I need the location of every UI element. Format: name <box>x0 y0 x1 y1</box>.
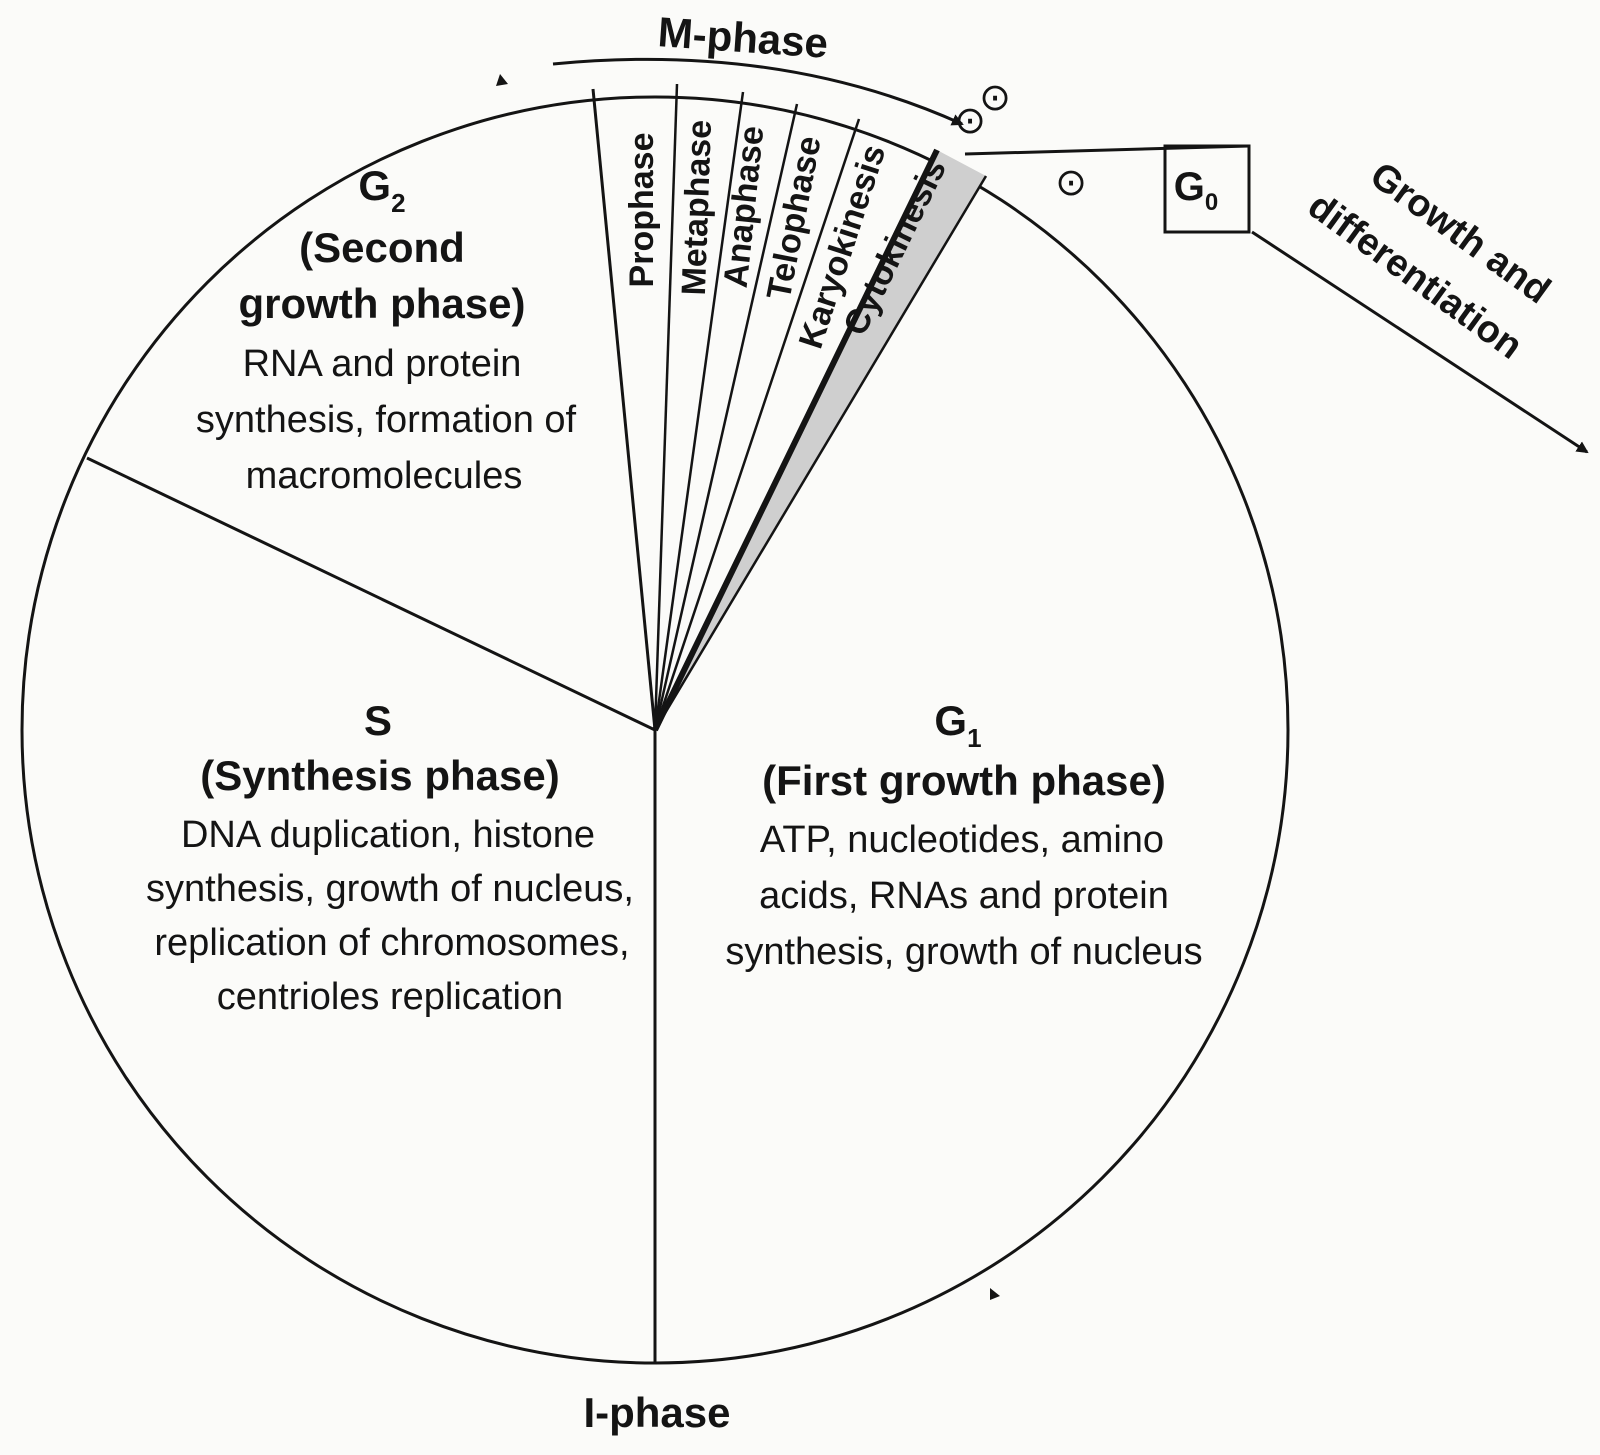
arc-tick-bottom <box>990 1288 1000 1300</box>
g2-desc-line: RNA and protein <box>243 343 522 385</box>
s-desc-line: replication of chromosomes, <box>154 922 629 964</box>
divider-meta-ana <box>653 91 745 731</box>
s-desc-line: synthesis, growth of nucleus, <box>146 868 634 910</box>
divider-cyto-g1 <box>653 175 988 731</box>
g2-base: G <box>358 162 391 209</box>
g1-desc-line: acids, RNAs and protein <box>759 875 1169 917</box>
m-phase-label: M-phase <box>656 8 829 67</box>
g2-desc-line: synthesis, formation of <box>196 399 577 441</box>
i-phase-label: I-phase <box>583 1389 730 1436</box>
g2-title-line2: growth phase) <box>238 280 525 327</box>
g1-desc-line: synthesis, growth of nucleus <box>725 931 1202 973</box>
checkpoint-icon: ⊙ <box>954 100 986 142</box>
divider-pro-meta <box>653 83 679 731</box>
g1-desc-line: ATP, nucleotides, amino <box>760 819 1164 861</box>
checkpoint-icon: ⊙ <box>979 77 1011 119</box>
m-phase-arrow <box>552 57 964 126</box>
g1-heading: G1 <box>934 697 981 753</box>
s-title: (Synthesis phase) <box>200 752 559 799</box>
divider-telo-karyo <box>653 118 861 731</box>
g2-title-line1: (Second <box>299 224 465 271</box>
g2-heading: G2 <box>358 162 405 218</box>
g1-sub: 1 <box>967 723 981 753</box>
g0-box <box>1163 144 1251 234</box>
arc-tick-top <box>496 74 508 86</box>
g0-label: G0 <box>1174 165 1218 216</box>
g1-title: (First growth phase) <box>762 757 1166 804</box>
divider-s-g2 <box>86 456 656 732</box>
divider-karyo-cyto <box>652 148 940 732</box>
g0-base: G <box>1174 165 1205 209</box>
anaphase-label: Anaphase <box>717 124 772 290</box>
s-heading: S <box>364 697 392 744</box>
s-desc-line: centrioles replication <box>217 976 563 1018</box>
s-desc-line: DNA duplication, histone <box>181 814 595 856</box>
divider-g2-m <box>591 88 657 731</box>
g1-base: G <box>934 697 967 744</box>
divider-ana-telo <box>653 103 799 731</box>
g2-sub: 2 <box>391 188 405 218</box>
cytokinesis-wedge <box>655 150 986 730</box>
metaphase-label: Metaphase <box>675 119 719 296</box>
prophase-label: Prophase <box>623 133 661 288</box>
growth-arrow <box>1251 230 1589 454</box>
g0-sub: 0 <box>1205 189 1218 216</box>
checkpoint-icon: ⊙ <box>1055 162 1087 204</box>
g2-desc-line: macromolecules <box>246 455 523 497</box>
